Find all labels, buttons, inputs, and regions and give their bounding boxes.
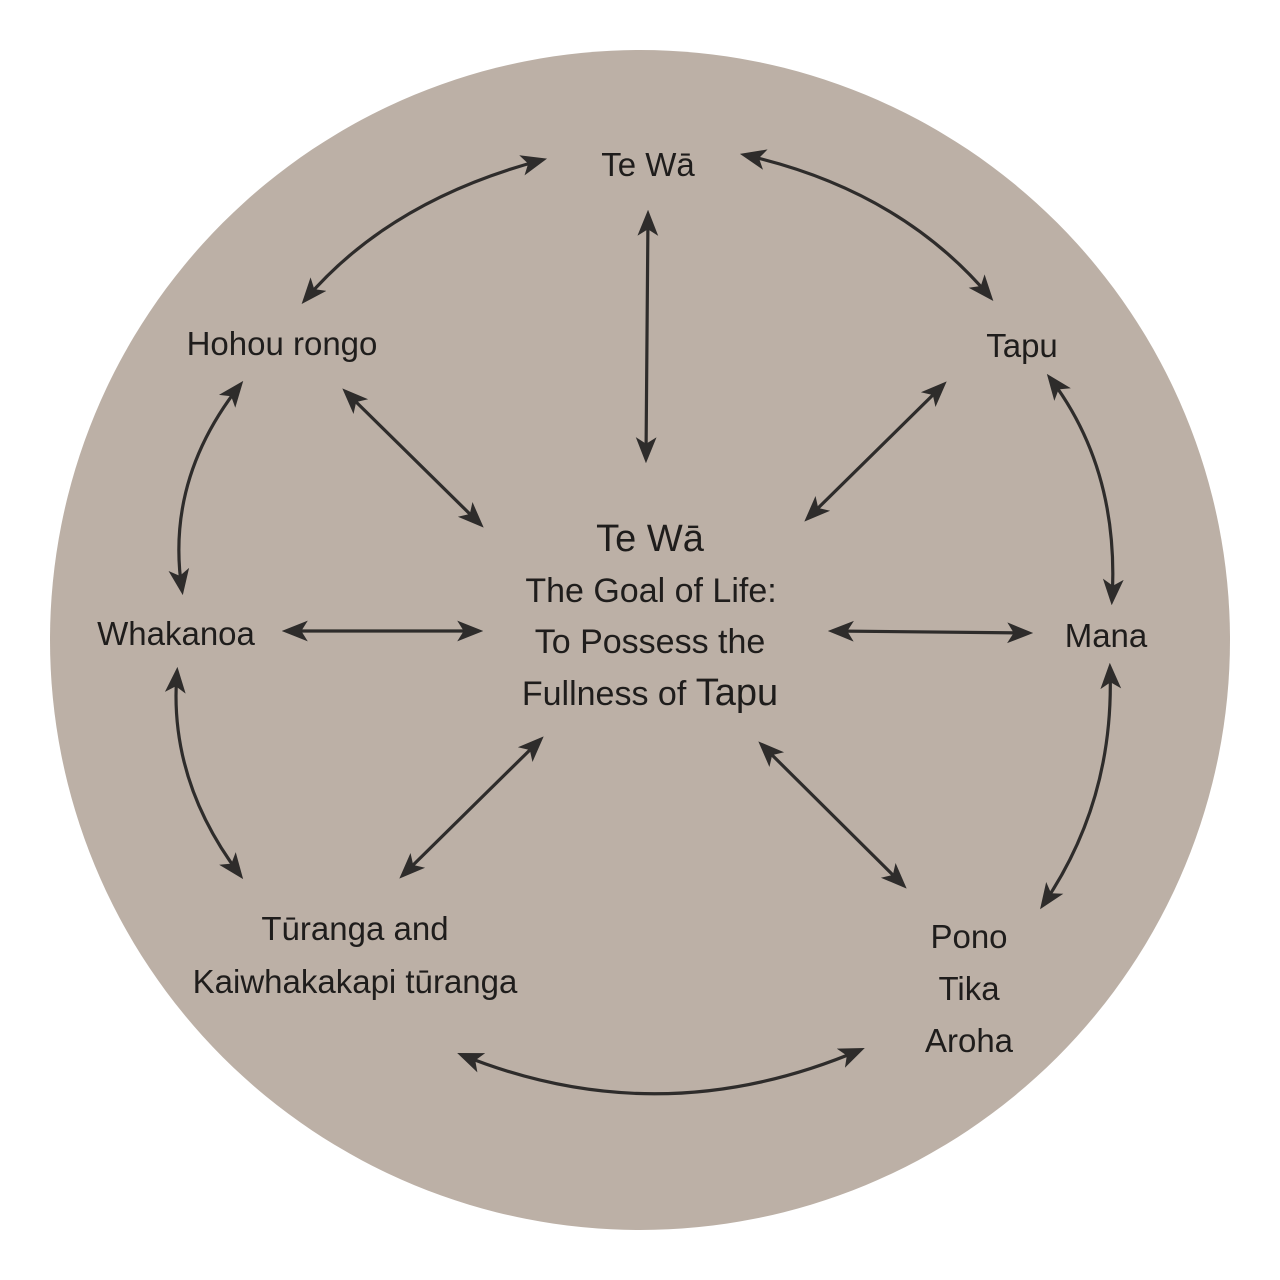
center-line-2: To Possess the <box>535 623 766 661</box>
arrow-spoke-turanga <box>399 736 544 879</box>
background-disc <box>50 50 1230 1230</box>
arrow-mana-pono <box>1040 662 1122 910</box>
node-aroha: Aroha <box>925 1022 1014 1059</box>
center-title: Te Wā <box>596 518 705 560</box>
node-pono: Pono <box>930 918 1007 955</box>
arrow-hohou-rongo-te-wa <box>301 155 548 304</box>
node-hohou-rongo: Hohou rongo <box>187 325 378 362</box>
node-te-wa: Te Wā <box>601 146 695 183</box>
center-line-3: Fullness of Tapu <box>522 672 778 714</box>
arrow-spoke-hohou-rongo <box>342 388 484 528</box>
node-whakanoa: Whakanoa <box>97 615 255 652</box>
arrow-spoke-mana <box>827 620 1034 644</box>
center-line-1: The Goal of Life: <box>525 572 776 610</box>
node-mana: Mana <box>1065 617 1148 654</box>
arrow-spoke-tapu <box>804 381 947 522</box>
arrow-spoke-pono <box>758 741 907 889</box>
node-tapu: Tapu <box>986 327 1058 364</box>
arrow-pono-turanga <box>457 1047 865 1096</box>
arrow-whakanoa-hohou-rongo <box>168 380 244 596</box>
arrow-tapu-mana <box>1046 373 1124 606</box>
center-line-3-prefix: Fullness of <box>522 675 696 713</box>
node-tika: Tika <box>938 970 1000 1007</box>
node-turanga-line-2: Kaiwhakakapi tūranga <box>193 963 518 1000</box>
arrow-te-wa-tapu <box>739 149 994 301</box>
arrow-spoke-te-wa <box>635 209 659 464</box>
arrow-turanga-whakanoa <box>164 666 244 880</box>
center-line-3-emphasis: Tapu <box>696 672 778 714</box>
node-turanga-line-1: Tūranga and <box>261 910 448 947</box>
